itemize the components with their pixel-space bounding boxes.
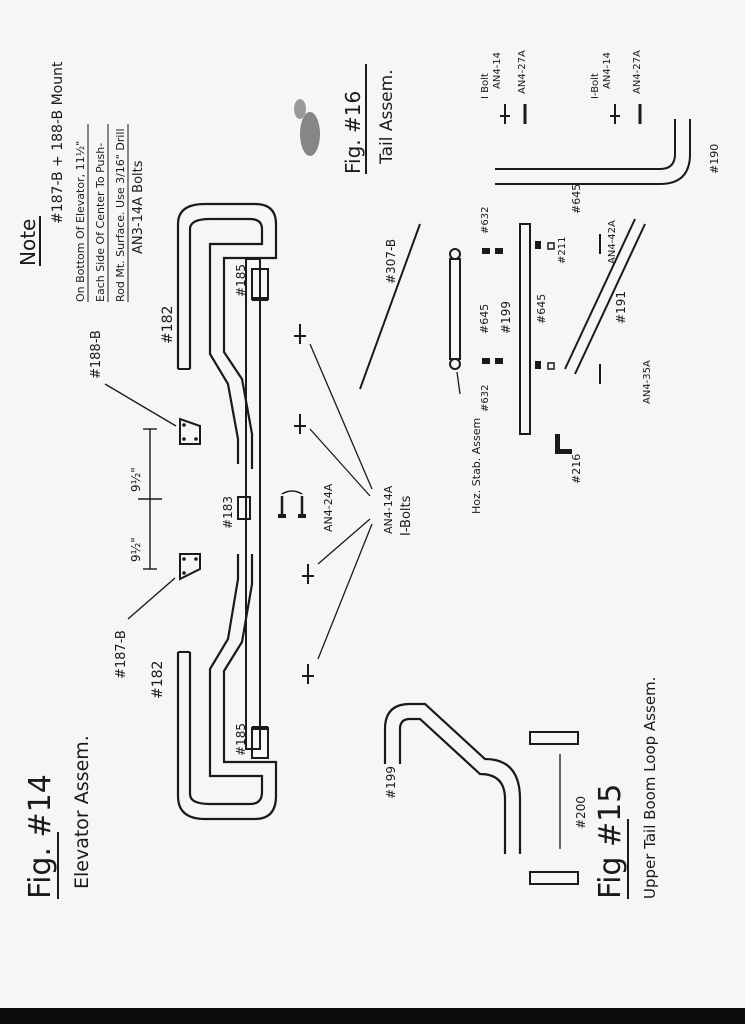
hoz-stab-tube [449,258,461,360]
label-632-top: #632 [480,207,491,234]
leader-ibolt [309,343,373,490]
loop-199-inner [383,702,522,854]
fig16-title: Fig. #16 [341,91,365,174]
block-200-lower [529,871,579,885]
fig15-subtitle: Upper Tail Boom Loop Assem. [641,677,659,899]
note-line-1: #187-B + 188-B Mount [50,61,66,224]
label-182-left: #182 [150,661,166,699]
label-an4-14a: AN4-14A [382,485,395,534]
note-title: Note [16,219,40,266]
fig14-group: Fig. #14 Elevator Assem. [23,202,414,899]
fig16-group: Fig. #16 Tail Assem. #307-B Hoz. Stab. A… [294,50,721,514]
tube-190-a [495,119,691,185]
label-an4-42a: AN4-42A [607,220,618,264]
legend-nut-2: AN4-27A [632,50,643,94]
legend-ibolt-2-part: AN4-14 [602,52,613,89]
fig14-subtitle: Elevator Assem. [71,735,93,889]
label-182-right: #182 [160,306,176,344]
note-line-3: Each Side Of Center To Push- [94,143,107,302]
block-183 [237,496,251,520]
rod-307b [359,223,421,390]
label-199-loop: #199 [384,766,398,799]
note-line-4: Rod Mt. Surface. Use 3/16" Drill [114,128,127,302]
tube-182-left-outer [188,554,264,806]
spar-tube [245,258,261,750]
ink-smudge [300,112,320,156]
label-632-bottom: #632 [480,385,491,412]
ibolt-row [294,324,314,684]
plate-187b-hole [194,557,198,561]
dim-label-left: 9½" [129,537,143,562]
label-an4-35a: AN4-35A [642,360,653,404]
fig15-group: Fig #15 Upper Tail Boom Loop Assem. #199… [383,677,659,899]
tube-182-right-outer [188,217,264,464]
label-211: #211 [557,237,568,264]
label-188b: #188-B [89,330,104,379]
plate-188b-hole [182,437,186,441]
label-307b: #307-B [384,239,398,284]
label-645-a: #645 [478,304,491,334]
label-ibolts: I-Bolts [399,495,414,536]
loop-199-outer [398,717,507,854]
plate-188b [179,417,201,445]
label-200: #200 [574,796,588,829]
leader-ibolt [317,518,371,565]
block-200-upper [529,731,579,745]
note-line-5: AN3-14A Bolts [131,160,146,254]
tube-182-left-inner [176,554,278,821]
tube-191-b [564,218,636,370]
tube-191-a [574,223,646,375]
label-191: #191 [614,291,628,324]
tail-legend [500,104,642,124]
plate-187b-hole [182,571,186,575]
note-line-2: On Bottom Of Elevator, 11½" [74,141,87,302]
fig15-title: Fig #15 [593,784,628,899]
label-187b: #187-B [114,630,129,679]
fig14-title: Fig. #14 [23,774,58,899]
label-185-left: #185 [234,723,248,756]
bracket-216 [555,434,572,454]
label-185-right: #185 [234,264,248,297]
label-216: #216 [570,454,583,484]
legend-ibolt-1-part: AN4-14 [492,52,503,89]
label-183: #183 [221,496,235,529]
label-hoz-stab: Hoz. Stab. Assem [470,418,483,514]
label-199-tail: #199 [499,301,513,334]
fig16-subtitle: Tail Assem. [377,69,397,165]
tube-199-tail [519,223,531,435]
label-190: #190 [708,144,721,174]
leader-188b [104,383,177,427]
plate-187b-hole [182,557,186,561]
leader-ibolt [317,523,373,660]
tube-190-b [495,119,676,170]
label-645-c: #645 [570,184,583,214]
tail-hardware [482,241,555,370]
scan-edge-bar [0,1008,745,1024]
legend-ibolt-2: I-Bolt [590,73,601,99]
legend-nut-1: AN4-27A [517,50,528,94]
plate-188b-hole [194,437,198,441]
plate-187b [179,553,201,581]
note-group: Note #187-B + 188-B Mount On Bottom Of E… [16,61,146,302]
label-645-b: #645 [535,294,548,324]
plate-188b-hole [182,423,186,427]
label-an4-24a: AN4-24A [322,483,335,532]
leader-ibolt [309,428,371,497]
dim-label-right: 9½" [129,467,143,492]
legend-ibolt-1: I Bolt [480,73,491,99]
leader-187b [127,577,176,620]
